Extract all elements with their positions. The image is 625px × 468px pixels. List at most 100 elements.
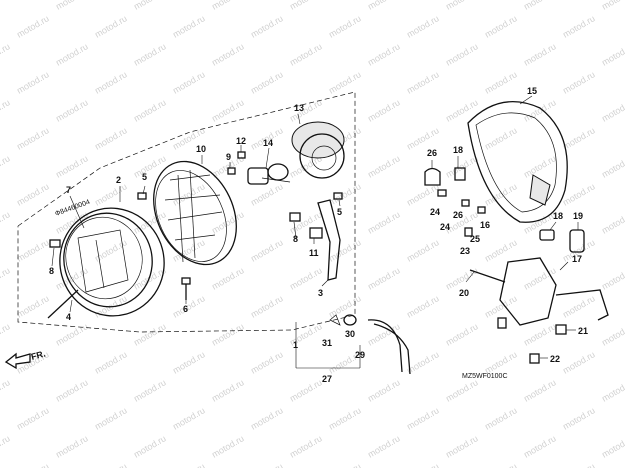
callout-25: 25: [470, 234, 480, 244]
watermark-text: motod.ru: [132, 0, 168, 12]
watermark-text: motod.ru: [93, 349, 129, 375]
callout-27: 27: [322, 374, 332, 384]
adjuster-bracket: [309, 199, 341, 281]
watermark-text: motod.ru: [600, 0, 625, 12]
watermark-text: motod.ru: [0, 97, 12, 123]
watermark-text: motod.ru: [405, 293, 441, 319]
watermark-text: motod.ru: [171, 405, 207, 431]
headlight-lens: [153, 160, 237, 266]
diagram-code: MZ5WF0100C: [462, 373, 508, 380]
watermark-text: motod.ru: [366, 433, 402, 459]
watermark-text: motod.ru: [15, 461, 51, 468]
callout-4: 4: [66, 312, 71, 322]
watermark-text: motod.ru: [171, 69, 207, 95]
watermark-text: motod.ru: [132, 153, 168, 179]
callout-12: 12: [236, 136, 246, 146]
callout-26b: 26: [453, 210, 463, 220]
watermark-text: motod.ru: [0, 321, 12, 347]
watermark-text: motod.ru: [132, 321, 168, 347]
callout-17: 17: [572, 254, 582, 264]
watermark-text: motod.ru: [54, 97, 90, 123]
watermark-text: motod.ru: [54, 41, 90, 67]
callout-24a: 24: [430, 207, 440, 217]
watermark-text: motod.ru: [0, 153, 12, 179]
callout-24b: 24: [440, 222, 450, 232]
watermark-text: motod.ru: [288, 41, 324, 67]
callout-8b: 8: [293, 234, 298, 244]
watermark-text: motod.ru: [132, 97, 168, 123]
watermark-text: motod.ru: [366, 41, 402, 67]
watermark-text: motod.ru: [0, 433, 12, 459]
leader-lines: [51, 95, 579, 359]
watermark-text: motod.ru: [444, 153, 480, 179]
watermark-text: motod.ru: [327, 237, 363, 263]
callout-30: 30: [345, 329, 355, 339]
watermark-text: motod.ru: [444, 433, 480, 459]
watermark-text: motod.ru: [210, 433, 246, 459]
watermark-text: motod.ru: [327, 461, 363, 468]
callout-5b: 5: [337, 207, 342, 217]
watermark-text: motod.ru: [0, 265, 12, 291]
callout-18b: 18: [553, 211, 563, 221]
watermark-text: motod.ru: [210, 377, 246, 403]
watermark-text: motod.ru: [405, 69, 441, 95]
watermark-text: motod.ru: [249, 181, 285, 207]
watermark-text: motod.ru: [600, 97, 625, 123]
watermark-text: motod.ru: [600, 209, 625, 235]
bulb: [247, 163, 291, 185]
watermark-text: motod.ru: [366, 153, 402, 179]
watermark-text: motod.ru: [327, 181, 363, 207]
callout-20: 20: [459, 288, 469, 298]
watermark-text: motod.ru: [210, 265, 246, 291]
watermark-text: motod.ru: [600, 377, 625, 403]
callout-23: 23: [460, 246, 470, 256]
watermark-text: motod.ru: [444, 321, 480, 347]
watermark-text: motod.ru: [483, 349, 519, 375]
watermark-text: motod.ru: [54, 0, 90, 12]
watermark-text: motod.ru: [327, 13, 363, 39]
watermark-text: motod.ru: [483, 125, 519, 151]
watermark-text: motod.ru: [171, 181, 207, 207]
watermark-text: motod.ru: [600, 41, 625, 67]
callout-2: 2: [116, 175, 121, 185]
watermark-text: motod.ru: [54, 377, 90, 403]
watermark-text: motod.ru: [132, 433, 168, 459]
watermark-text: motod.ru: [405, 237, 441, 263]
watermark-text: motod.ru: [54, 153, 90, 179]
callout-9: 9: [226, 152, 231, 162]
watermark-text: motod.ru: [561, 349, 597, 375]
callout-labels: 1 2 3 4 5 5 6 7 8 8 9 10 11 12 13 14 15 …: [49, 86, 588, 384]
watermark-text: motod.ru: [366, 0, 402, 12]
watermark-text: motod.ru: [171, 349, 207, 375]
watermark-text: motod.ru: [249, 349, 285, 375]
watermark-text: motod.ru: [171, 461, 207, 468]
watermark-text: motod.ru: [288, 433, 324, 459]
watermark-text: motod.ru: [327, 293, 363, 319]
watermark-text: motod.ru: [405, 13, 441, 39]
watermark-text: motod.ru: [327, 405, 363, 431]
mount-bracket: [469, 257, 609, 329]
watermark-text: motod.ru: [288, 377, 324, 403]
watermark-text: motod.ru: [444, 97, 480, 123]
watermark-text: motod.ru: [15, 293, 51, 319]
watermark-text: motod.ru: [522, 153, 558, 179]
watermark-text: motod.ru: [600, 321, 625, 347]
watermark-text: motod.ru: [522, 0, 558, 12]
watermark-text: motod.ru: [444, 0, 480, 12]
callout-5a: 5: [142, 172, 147, 182]
watermark-text: motod.ru: [249, 293, 285, 319]
watermark-text: motod.ru: [600, 265, 625, 291]
watermark-text: motod.ru: [0, 377, 12, 403]
watermark-text: motod.ru: [444, 41, 480, 67]
watermark-text: motod.ru: [93, 69, 129, 95]
watermark-text: motod.ru: [249, 405, 285, 431]
watermark-text: motod.ru: [366, 377, 402, 403]
callout-26a: 26: [427, 148, 437, 158]
watermark-text: motod.ru: [522, 41, 558, 67]
watermark-text: motod.ru: [561, 69, 597, 95]
watermark-text: motod.ru: [405, 461, 441, 468]
watermark-text: motod.ru: [171, 293, 207, 319]
watermark-text: motod.ru: [171, 13, 207, 39]
